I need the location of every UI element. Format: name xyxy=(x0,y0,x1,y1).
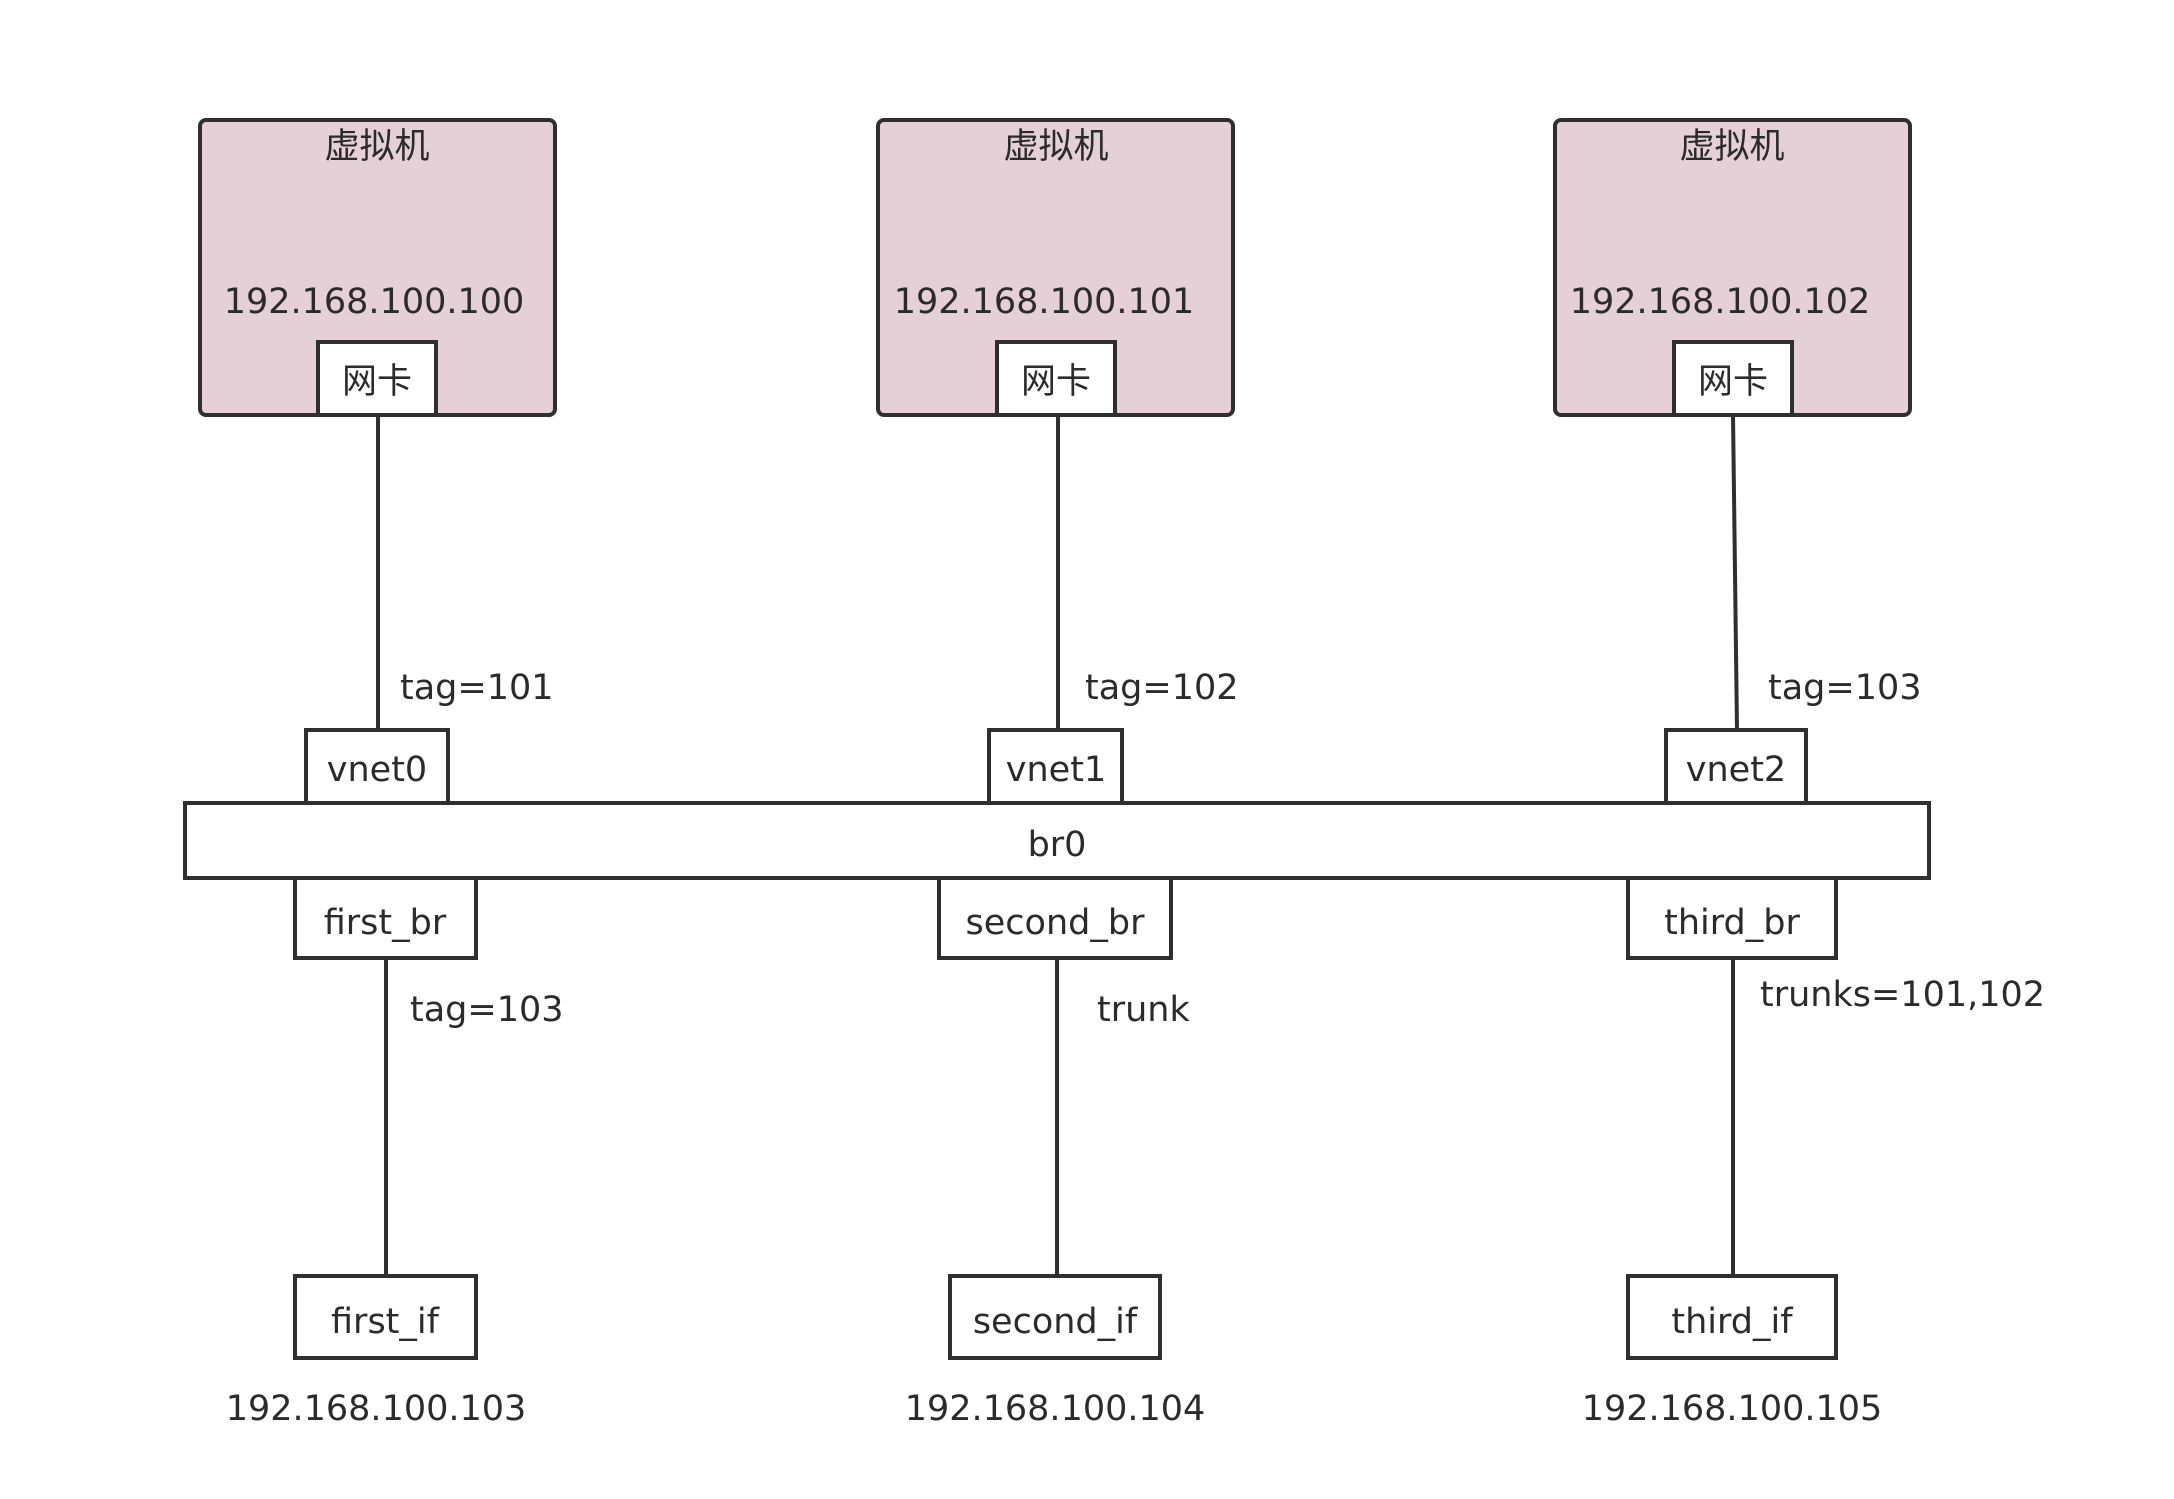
vnet0-tag-label: tag=101 xyxy=(400,668,554,708)
vnet2-label: vnet2 xyxy=(1686,750,1786,790)
third-br-label: third_br xyxy=(1664,903,1800,943)
nic-label-3: 网卡 xyxy=(1698,362,1768,402)
vnet1-label: vnet1 xyxy=(1006,750,1106,790)
bridge-br0: br0 xyxy=(183,801,1931,880)
first-if-label: first_if xyxy=(331,1302,440,1342)
bridge-box xyxy=(183,801,1931,880)
vnet1-tag-label: tag=102 xyxy=(1085,668,1239,708)
link-vm3-vnet2 xyxy=(1731,414,1739,731)
vnet2-port: vnet2 xyxy=(1664,728,1808,805)
vm-ip-3: 192.168.100.102 xyxy=(1570,282,1871,322)
third-if-ip: 192.168.100.105 xyxy=(1582,1389,1883,1429)
second-br-box xyxy=(937,876,1173,960)
first-if-ip: 192.168.100.103 xyxy=(226,1389,527,1429)
second-br-port: second_br xyxy=(937,876,1173,960)
first-if-box xyxy=(293,1274,478,1360)
second-if-box xyxy=(948,1274,1162,1360)
third-if-node: third_if xyxy=(1626,1274,1838,1360)
third-if-box xyxy=(1626,1274,1838,1360)
nic-label-2: 网卡 xyxy=(1021,362,1091,402)
second-if-ip: 192.168.100.104 xyxy=(905,1389,1206,1429)
vnet1-port: vnet1 xyxy=(987,728,1124,805)
nic-box-2 xyxy=(995,340,1117,417)
vnet0-box xyxy=(304,728,450,805)
first-br-mode-label: tag=103 xyxy=(410,990,564,1030)
third-br-port: third_br xyxy=(1626,876,1838,960)
nic-box-3 xyxy=(1672,340,1794,417)
third-if-label: third_if xyxy=(1671,1302,1793,1342)
second-br-mode-label: trunk xyxy=(1097,990,1190,1030)
vnet2-tag-label: tag=103 xyxy=(1768,668,1922,708)
vnet2-box xyxy=(1664,728,1808,805)
vnet0-label: vnet0 xyxy=(327,750,427,790)
first-br-box xyxy=(293,876,478,960)
nic-label-1: 网卡 xyxy=(342,362,412,402)
vnet0-port: vnet0 xyxy=(304,728,450,805)
vm-title-2: 虚拟机 xyxy=(1003,127,1108,167)
vm-node-3: 虚拟机 192.168.100.102 网卡 xyxy=(1553,118,1912,417)
first-if-node: first_if xyxy=(293,1274,478,1360)
vm-title-3: 虚拟机 xyxy=(1679,127,1784,167)
first-br-label: first_br xyxy=(324,903,447,943)
vm-node-2: 虚拟机 192.168.100.101 网卡 xyxy=(876,118,1235,417)
vm-node-1: 虚拟机 192.168.100.100 网卡 xyxy=(198,118,557,417)
second-if-label: second_if xyxy=(973,1302,1138,1342)
vm-ip-2: 192.168.100.101 xyxy=(894,282,1195,322)
bridge-label: br0 xyxy=(1028,825,1087,865)
vm-title-1: 虚拟机 xyxy=(324,127,429,167)
nic-box-1 xyxy=(316,340,438,417)
vnet1-box xyxy=(987,728,1124,805)
second-br-label: second_br xyxy=(966,903,1146,943)
third-br-box xyxy=(1626,876,1838,960)
second-if-node: second_if xyxy=(948,1274,1162,1360)
first-br-port: first_br xyxy=(293,876,478,960)
third-br-mode-label: trunks=101,102 xyxy=(1760,975,2045,1015)
vm-ip-1: 192.168.100.100 xyxy=(224,282,525,322)
